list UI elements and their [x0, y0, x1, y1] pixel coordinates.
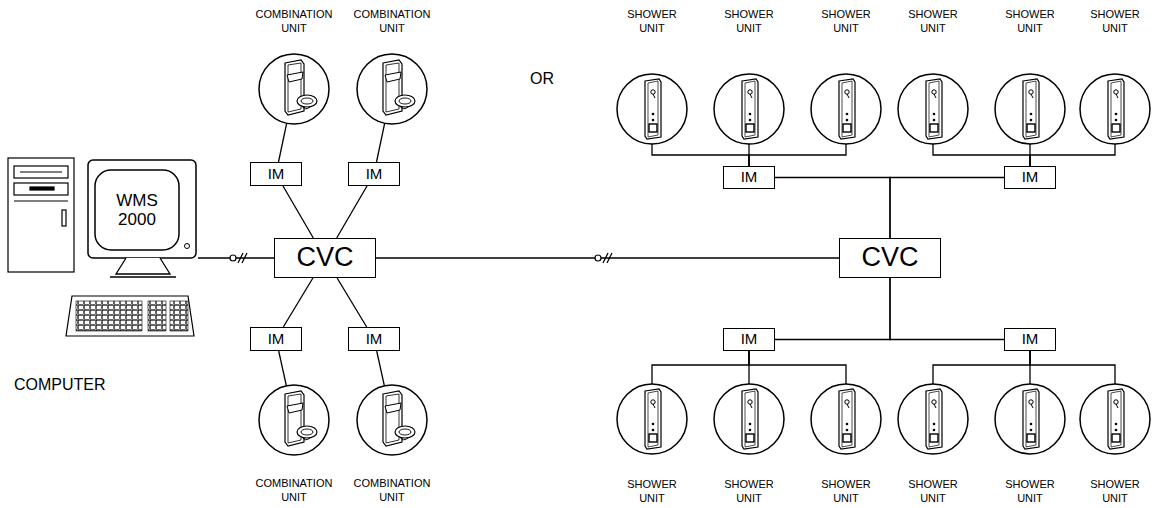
label: IM	[741, 169, 758, 186]
shower-unit-illustration	[616, 73, 688, 145]
shower-unit: SHOWER UNIT	[1079, 383, 1151, 455]
unit-caption: SHOWER UNIT	[901, 7, 965, 35]
connector	[890, 178, 1004, 239]
shower-unit: SHOWER UNIT	[897, 73, 969, 145]
connector	[337, 186, 367, 238]
connector	[283, 278, 313, 327]
shower-unit-illustration	[713, 383, 785, 455]
connector	[1030, 144, 1115, 166]
shower-unit-illustration	[1079, 383, 1151, 455]
im-box: IM	[1004, 328, 1056, 351]
combination-unit: COMBINATION UNIT	[356, 53, 428, 125]
unit-caption: SHOWER UNIT	[620, 477, 684, 505]
computer-monitor: WMS 2000COMPUTER	[86, 158, 198, 280]
label: CVC	[296, 243, 353, 273]
unit-caption: COMBINATION UNIT	[347, 476, 437, 504]
unit-caption: SHOWER UNIT	[620, 7, 684, 35]
connector	[377, 351, 385, 386]
im-box: IM	[348, 162, 400, 186]
computer-tower	[8, 158, 74, 272]
connector	[652, 144, 749, 166]
shower-unit-illustration	[810, 383, 882, 455]
label: IM	[1022, 169, 1039, 186]
unit-caption: SHOWER UNIT	[1083, 477, 1147, 505]
shower-unit: SHOWER UNIT	[1079, 73, 1151, 145]
connector	[652, 351, 749, 384]
connector	[1030, 351, 1115, 384]
shower-unit: SHOWER UNIT	[994, 383, 1066, 455]
connector	[376, 257, 839, 258]
shower-unit: SHOWER UNIT	[713, 73, 785, 145]
label: IM	[366, 166, 383, 183]
unit-caption: SHOWER UNIT	[814, 477, 878, 505]
shower-unit-illustration	[897, 73, 969, 145]
unit-caption: SHOWER UNIT	[814, 7, 878, 35]
label: IM	[1022, 331, 1039, 348]
computer-caption: COMPUTER	[14, 376, 144, 394]
shower-unit: SHOWER UNIT	[897, 383, 969, 455]
connector	[377, 123, 385, 162]
combination-unit: COMBINATION UNIT	[258, 384, 330, 456]
label: IM	[366, 331, 383, 348]
unit-caption: COMBINATION UNIT	[347, 7, 437, 35]
shower-unit-illustration	[810, 73, 882, 145]
im-box: IM	[250, 162, 302, 186]
label: IM	[268, 166, 285, 183]
unit-caption: SHOWER UNIT	[717, 477, 781, 505]
screen-text: WMS 2000	[95, 170, 179, 250]
or-label: OR	[530, 70, 554, 88]
im-box: IM	[348, 327, 400, 351]
combination-unit: COMBINATION UNIT	[258, 53, 330, 125]
combination-unit-illustration	[356, 384, 428, 456]
unit-caption: SHOWER UNIT	[1083, 7, 1147, 35]
break-mark	[595, 253, 612, 263]
connector	[775, 178, 890, 239]
label: IM	[268, 331, 285, 348]
keyboard	[66, 296, 194, 336]
connector	[775, 278, 890, 340]
shower-unit-illustration	[994, 383, 1066, 455]
unit-caption: SHOWER UNIT	[998, 477, 1062, 505]
shower-unit: SHOWER UNIT	[994, 73, 1066, 145]
unit-caption: SHOWER UNIT	[901, 477, 965, 505]
cvc-box: CVC	[274, 238, 376, 278]
unit-caption: COMBINATION UNIT	[249, 7, 339, 35]
connector	[279, 351, 287, 386]
combination-unit-illustration	[258, 384, 330, 456]
im-box: IM	[250, 327, 302, 351]
shower-unit-illustration	[616, 383, 688, 455]
connector	[337, 278, 367, 327]
connector	[890, 278, 1004, 340]
shower-unit-illustration	[713, 73, 785, 145]
combination-unit-illustration	[356, 53, 428, 125]
shower-unit: SHOWER UNIT	[713, 383, 785, 455]
unit-caption: COMBINATION UNIT	[249, 476, 339, 504]
shower-unit: SHOWER UNIT	[616, 383, 688, 455]
connector	[749, 144, 846, 166]
shower-unit: SHOWER UNIT	[616, 73, 688, 145]
unit-caption: SHOWER UNIT	[998, 7, 1062, 35]
label: CVC	[861, 243, 918, 273]
shower-unit-illustration	[897, 383, 969, 455]
connector	[933, 351, 1030, 384]
connector	[283, 186, 313, 238]
break-mark	[230, 253, 247, 263]
connector	[749, 351, 846, 384]
shower-unit: SHOWER UNIT	[810, 383, 882, 455]
unit-caption: SHOWER UNIT	[717, 7, 781, 35]
combination-unit-illustration	[258, 53, 330, 125]
combination-unit: COMBINATION UNIT	[356, 384, 428, 456]
shower-unit: SHOWER UNIT	[810, 73, 882, 145]
cvc-box: CVC	[839, 238, 941, 278]
connector	[279, 123, 287, 162]
im-box: IM	[723, 328, 775, 351]
shower-unit-illustration	[1079, 73, 1151, 145]
connector	[933, 144, 1030, 166]
im-box: IM	[723, 166, 775, 189]
shower-unit-illustration	[994, 73, 1066, 145]
im-box: IM	[1004, 166, 1056, 189]
label: IM	[741, 331, 758, 348]
